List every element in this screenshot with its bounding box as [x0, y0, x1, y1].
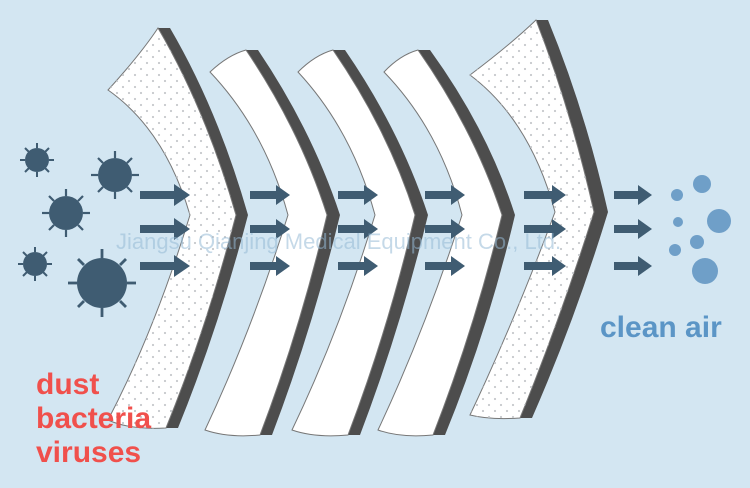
- clean-air-particle-icon: [707, 209, 731, 233]
- arrow-right-icon: [425, 219, 465, 239]
- filter-layer-2: [204, 49, 340, 437]
- bacteria-label: bacteria: [36, 402, 152, 435]
- arrow-right-icon: [140, 218, 190, 240]
- virus-icon: [18, 247, 52, 281]
- contaminants-label: dust bacteria viruses: [36, 368, 176, 470]
- filter-layer-5: [469, 19, 608, 420]
- arrow-right-icon: [614, 256, 652, 276]
- arrow-right-icon: [250, 185, 290, 205]
- filter-layer-1: [107, 27, 248, 429]
- arrow-right-icon: [250, 256, 290, 276]
- virus-icon: [68, 249, 136, 317]
- dust-label: dust: [36, 368, 100, 401]
- clean-air-particle-icon: [671, 189, 683, 201]
- arrow-right-icon: [425, 185, 465, 205]
- virus-icon: [20, 143, 54, 177]
- clean-air-label: clean air: [600, 311, 722, 344]
- virus-icon: [91, 151, 139, 199]
- clean-air-particle-icon: [669, 244, 681, 256]
- arrow-right-icon: [140, 184, 190, 206]
- clean-air-particle-icon: [692, 258, 718, 284]
- clean-air-particle-icon: [690, 235, 704, 249]
- arrow-right-icon: [425, 256, 465, 276]
- virus-icon: [42, 189, 90, 237]
- filter-layer-4: [377, 49, 515, 437]
- arrow-right-icon: [338, 219, 378, 239]
- viruses-label: viruses: [36, 436, 142, 469]
- clean-air-particle-icon: [673, 217, 683, 227]
- arrow-right-icon: [614, 185, 652, 205]
- arrow-right-icon: [524, 185, 566, 205]
- arrow-right-icon: [250, 219, 290, 239]
- clean-air-particle-icon: [693, 175, 711, 193]
- arrow-right-icon: [338, 256, 378, 276]
- arrow-right-icon: [140, 255, 190, 277]
- watermark: Jiangsu Qianjing Medical Equipment Co., …: [116, 229, 562, 254]
- arrow-right-icon: [614, 219, 652, 239]
- filter-layer-3: [291, 49, 428, 437]
- arrow-right-icon: [524, 256, 566, 276]
- arrow-right-icon: [338, 185, 378, 205]
- arrow-right-icon: [524, 219, 566, 239]
